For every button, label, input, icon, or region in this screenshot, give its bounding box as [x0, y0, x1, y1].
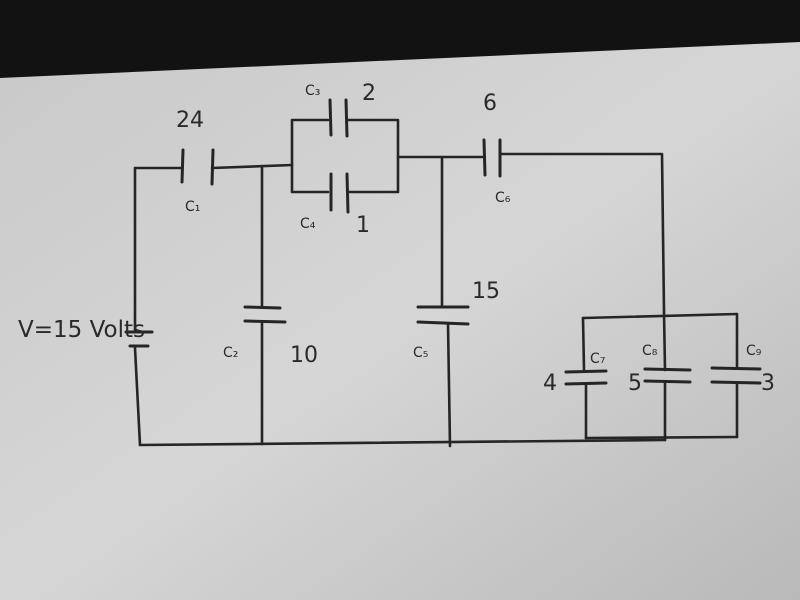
c7-plate-top [564, 369, 608, 374]
c9-name: C₉ [746, 343, 762, 359]
wire-c4-left [290, 163, 330, 194]
c6-value: 6 [483, 91, 497, 116]
c7-name: C₇ [590, 351, 605, 367]
wire-c6-to-right [498, 152, 666, 314]
paper-sheet [0, 42, 800, 600]
wire-top-c1-to-c2 [210, 163, 294, 170]
c2-value: 10 [290, 343, 318, 368]
wire-left-lower [133, 346, 142, 447]
c1-value: 24 [176, 108, 204, 133]
c6-name: C₆ [495, 190, 511, 206]
c7-value: 4 [543, 371, 557, 396]
wires [124, 98, 762, 448]
c8-value: 5 [628, 371, 642, 396]
c6-plate-left [482, 138, 487, 177]
c9-plate-top [710, 366, 762, 371]
c3-plate-right [344, 98, 349, 138]
c3-name: C₃ [305, 83, 320, 99]
wire-c5-bottom [446, 322, 452, 448]
c4-name: C₄ [300, 216, 316, 232]
c2-plate-top [243, 305, 282, 310]
c1-name: C₁ [185, 199, 200, 215]
wire-c3-left [290, 118, 330, 167]
wire-c7-top [581, 316, 586, 372]
c3-value: 2 [362, 81, 376, 106]
c2-plate-bottom [243, 319, 287, 324]
c5-name: C₅ [413, 345, 428, 361]
c1-plate-left [180, 148, 185, 184]
c8-plate-bottom [643, 379, 692, 384]
c9-value: 3 [761, 371, 775, 396]
c8-plate-top [643, 367, 692, 372]
c2-name: C₂ [223, 345, 238, 361]
c8-name: C₈ [642, 343, 658, 359]
wire-c8-top [662, 310, 667, 372]
c5-plate-bottom [416, 320, 470, 326]
c5-value: 15 [472, 279, 500, 304]
wire-parallel-top [581, 312, 739, 320]
voltage-source-label: V=15 Volts [18, 317, 145, 343]
wire-parallel-bottom [584, 435, 739, 440]
c3-plate-left [328, 98, 333, 137]
c4-value: 1 [356, 213, 370, 238]
wire-bottom-return [138, 438, 667, 447]
